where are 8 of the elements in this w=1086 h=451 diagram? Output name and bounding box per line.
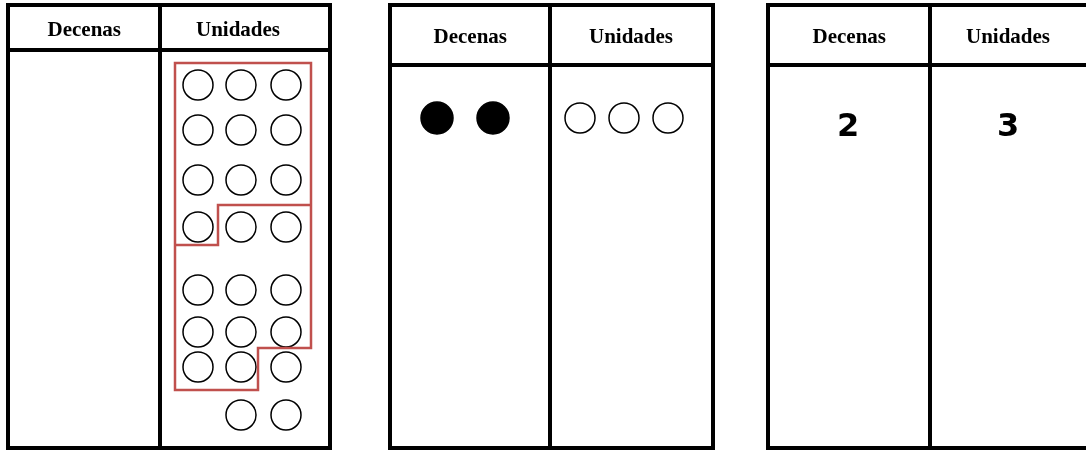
column-header: Decenas [812, 24, 886, 48]
digit: 3 [997, 107, 1020, 143]
digit: 2 [837, 107, 860, 143]
column-header: Unidades [966, 24, 1051, 48]
column-header: Decenas [433, 24, 507, 48]
column-header: Decenas [47, 17, 121, 41]
column-header: Unidades [589, 24, 674, 48]
column-header: Unidades [196, 17, 281, 41]
